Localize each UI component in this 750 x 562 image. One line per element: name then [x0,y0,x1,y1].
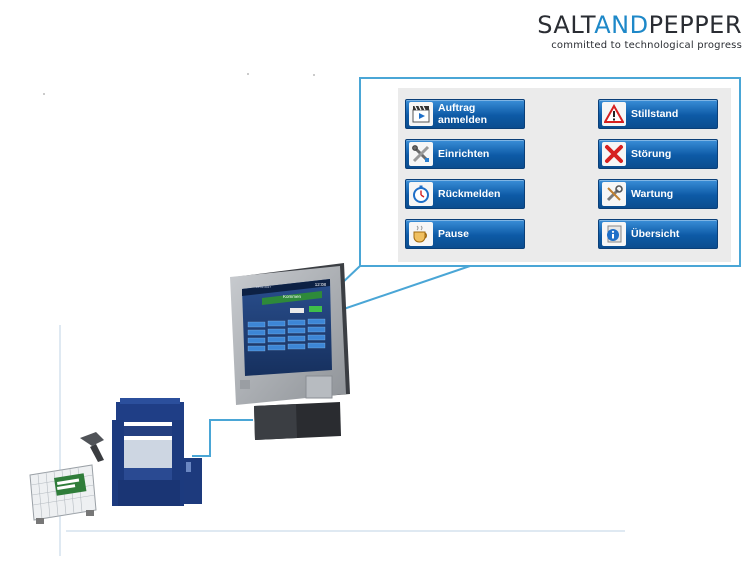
wrench-icon [602,182,626,206]
button-label: Einrichten [438,148,490,160]
button-auftrag-anmelden[interactable]: Auftrag anmelden [405,99,525,129]
brand-tagline: committed to technological progress [551,40,742,51]
button-label: Rückmelden [438,188,501,200]
button-label: Übersicht [631,228,680,240]
button-einrichten[interactable]: Einrichten [405,139,525,169]
button-wartung[interactable]: Wartung [598,179,718,209]
button-label: Auftrag anmelden [438,102,488,126]
info-icon [602,222,626,246]
button-label: Pause [438,228,469,240]
stopwatch-icon [409,182,433,206]
button-stoerung[interactable]: Störung [598,139,718,169]
button-rueckmelden[interactable]: Rückmelden [405,179,525,209]
menu-panel: Auftrag anmelden Einrichten Rückmelden P… [398,88,731,262]
button-uebersicht[interactable]: Übersicht [598,219,718,249]
brand-word-salt: SALT [537,11,595,39]
barcode-scanner [80,432,104,462]
warning-triangle-icon [602,102,626,126]
terminal-screen-time: 12:08 [315,282,327,287]
tools-icon [409,142,433,166]
terminal-screen-title: Kommen [283,294,302,299]
coffee-cup-icon [409,222,433,246]
button-label: Störung [631,148,672,160]
brand-word-pepper: PEPPER [648,11,742,39]
press-machine [112,398,202,506]
parts-cage [29,464,97,524]
button-label: Wartung [631,188,674,200]
brand-logo: SALTANDPEPPER committed to technological… [537,12,742,51]
button-stillstand[interactable]: Stillstand [598,99,718,129]
brand-wordmark: SALTANDPEPPER [537,12,742,38]
terminal-screen-date: 16.01.2017 [256,285,271,289]
terminal-device: Kommen 12:08 16.01.2017 [230,263,350,440]
brand-word-and: AND [594,11,649,39]
red-x-icon [602,142,626,166]
button-pause[interactable]: Pause [405,219,525,249]
button-label: Stillstand [631,108,679,120]
clapperboard-icon [409,102,433,126]
